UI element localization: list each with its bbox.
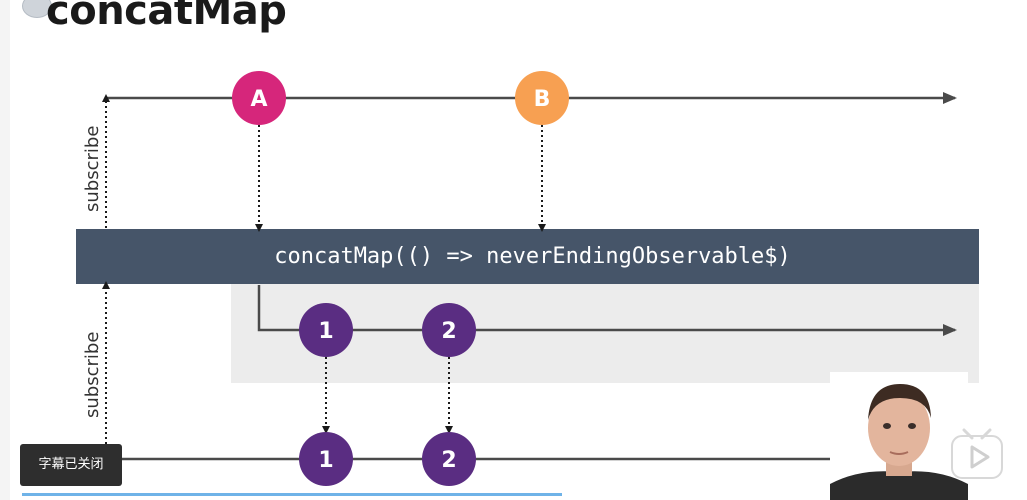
left-edge [0,0,10,500]
presenter-video [830,372,968,500]
source-marble-a [232,71,286,125]
operator-text: concatMap(() => neverEndingObservable$) [274,244,791,269]
caption-toggle-button[interactable]: 字幕已关闭 [20,444,122,486]
output-marble-2-label: 2 [441,448,456,473]
play-icon[interactable] [950,428,1004,480]
inner-observable-area [231,284,979,383]
inner-marble-2-label: 2 [441,319,456,344]
inner-marble-1 [299,303,353,357]
inner-marble-2 [422,303,476,357]
inner-timeline [257,285,957,336]
presenter-figure [830,372,968,500]
operator-bar [76,229,979,284]
output-marble-2 [422,432,476,486]
slide-title: concatMap [46,0,287,34]
output-marble-1-label: 1 [318,448,333,473]
inner-marble-1-label: 1 [318,319,333,344]
source-marble-a-label: A [250,87,267,112]
source-marble-b-label: B [534,87,551,112]
output-marble-1 [299,432,353,486]
channel-logo-icon [22,0,52,18]
source-marble-b [515,71,569,125]
progress-bar[interactable] [22,493,562,496]
